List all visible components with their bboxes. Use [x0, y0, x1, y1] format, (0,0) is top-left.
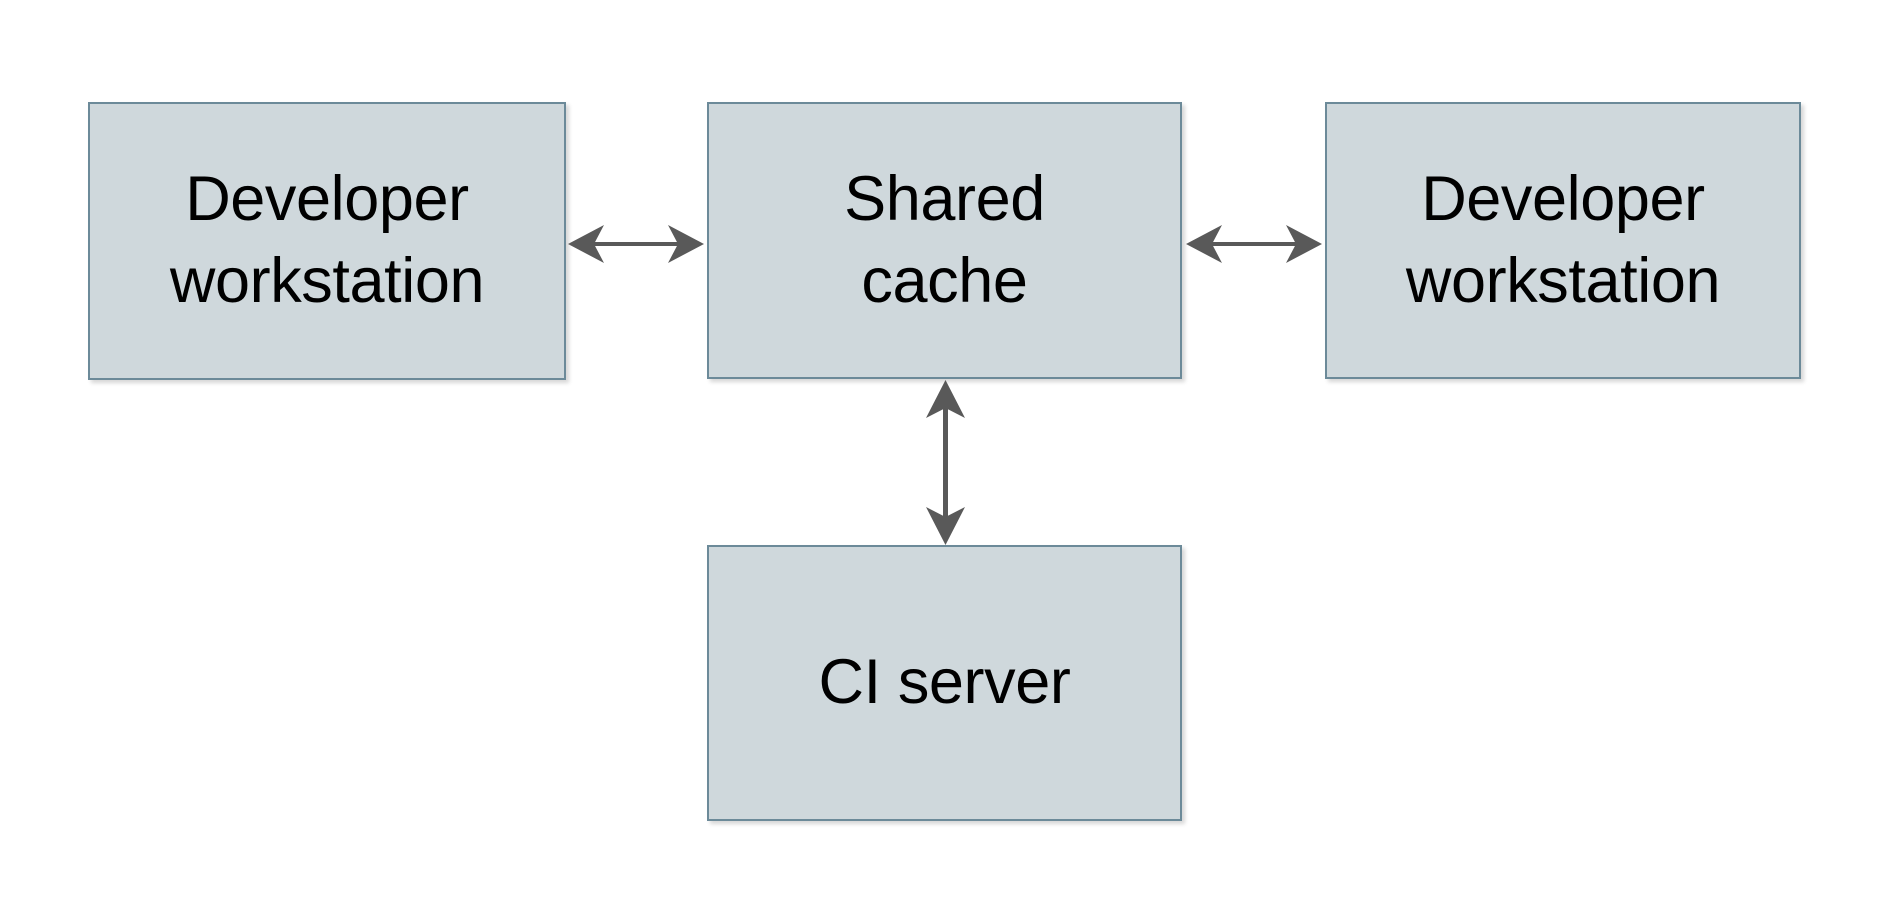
node-developer-workstation-right[interactable]: Developer workstation — [1325, 102, 1801, 379]
node-label: Developer workstation — [169, 164, 485, 316]
double-arrow-icon — [568, 225, 704, 263]
edge-left-workstation-to-shared-cache[interactable] — [560, 212, 712, 276]
node-shared-cache[interactable]: Shared cache — [707, 102, 1182, 379]
node-developer-workstation-left[interactable]: Developer workstation — [88, 102, 566, 380]
double-arrow-icon — [926, 380, 965, 545]
node-label: Shared cache — [844, 163, 1045, 316]
edge-shared-cache-to-ci-server[interactable] — [913, 375, 977, 550]
node-label: Developer workstation — [1405, 163, 1721, 316]
node-ci-server[interactable]: CI server — [707, 545, 1182, 821]
double-arrow-icon — [1186, 225, 1322, 263]
edge-shared-cache-to-right-workstation[interactable] — [1178, 212, 1330, 276]
node-label: CI server — [818, 647, 1071, 718]
